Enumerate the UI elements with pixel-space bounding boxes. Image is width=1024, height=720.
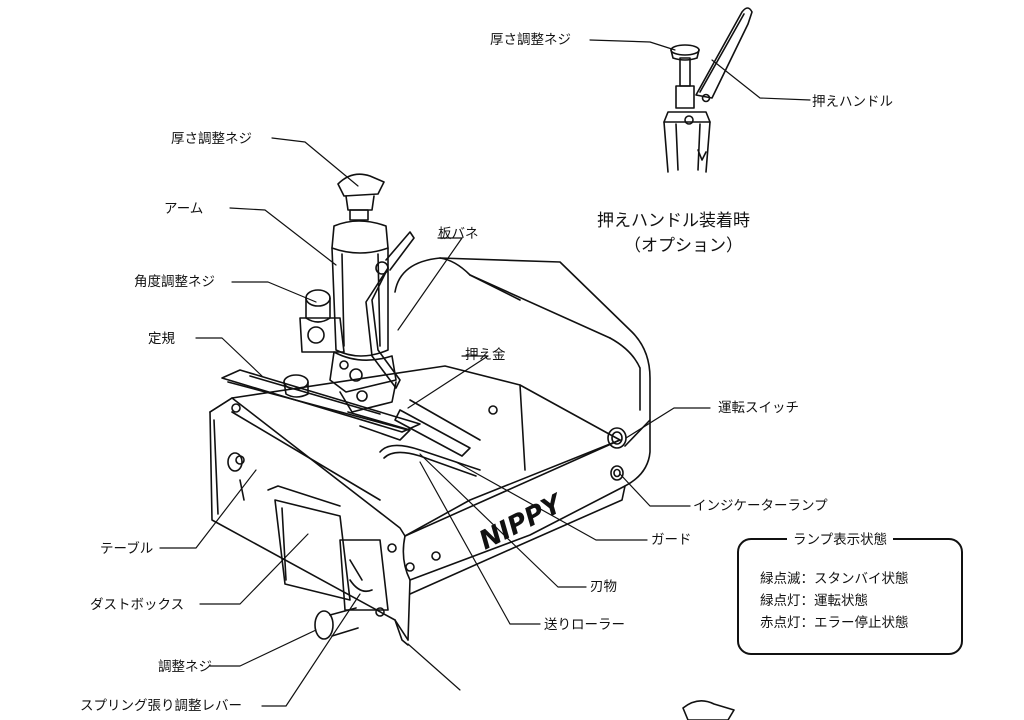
inset-press-handle-label: 押えハンドル: [812, 94, 893, 110]
ruler-label: 定規: [148, 331, 175, 347]
inset-drawing: [663, 7, 753, 173]
bottom-knob-partial: [682, 700, 735, 720]
inset-thickness-screw-label: 厚さ調整ネジ: [490, 32, 571, 48]
lamp-status-box: [737, 538, 963, 655]
inset-caption-line2: （オプション）: [624, 236, 743, 256]
feed-roller-label: 送りローラー: [544, 617, 625, 633]
machine-body: [209, 257, 651, 646]
angle-screw-label: 角度調整ネジ: [134, 274, 215, 290]
table-label: テーブル: [100, 541, 154, 557]
dust-box-label: ダストボックス: [90, 597, 185, 613]
leaf-spring-label: 板バネ: [438, 226, 479, 242]
lamp-status-row: 緑点滅：スタンバイ状態: [760, 571, 909, 587]
guard-label: ガード: [651, 532, 692, 548]
leader-lines: [159, 39, 811, 707]
arm-assembly: [283, 173, 415, 441]
inset-caption-line1: 押えハンドル装着時: [597, 211, 750, 231]
presser-label: 押え金: [465, 347, 506, 363]
spring-lever-label: スプリング張り調整レバー: [80, 698, 242, 714]
adjust-screw-label: 調整ネジ: [158, 659, 212, 675]
lamp-status-row: 緑点灯：運転状態: [760, 593, 868, 609]
run-switch-label: 運転スイッチ: [718, 400, 799, 416]
lamp-status-row: 赤点灯：エラー停止状態: [760, 615, 909, 631]
lamp-status-title: ランプ表示状態: [787, 528, 894, 548]
arm-label: アーム: [164, 201, 204, 217]
indicator-lamp-label: インジケーターランプ: [693, 498, 828, 514]
blade-label: 刃物: [590, 579, 617, 595]
thickness-screw-label: 厚さ調整ネジ: [171, 131, 252, 147]
